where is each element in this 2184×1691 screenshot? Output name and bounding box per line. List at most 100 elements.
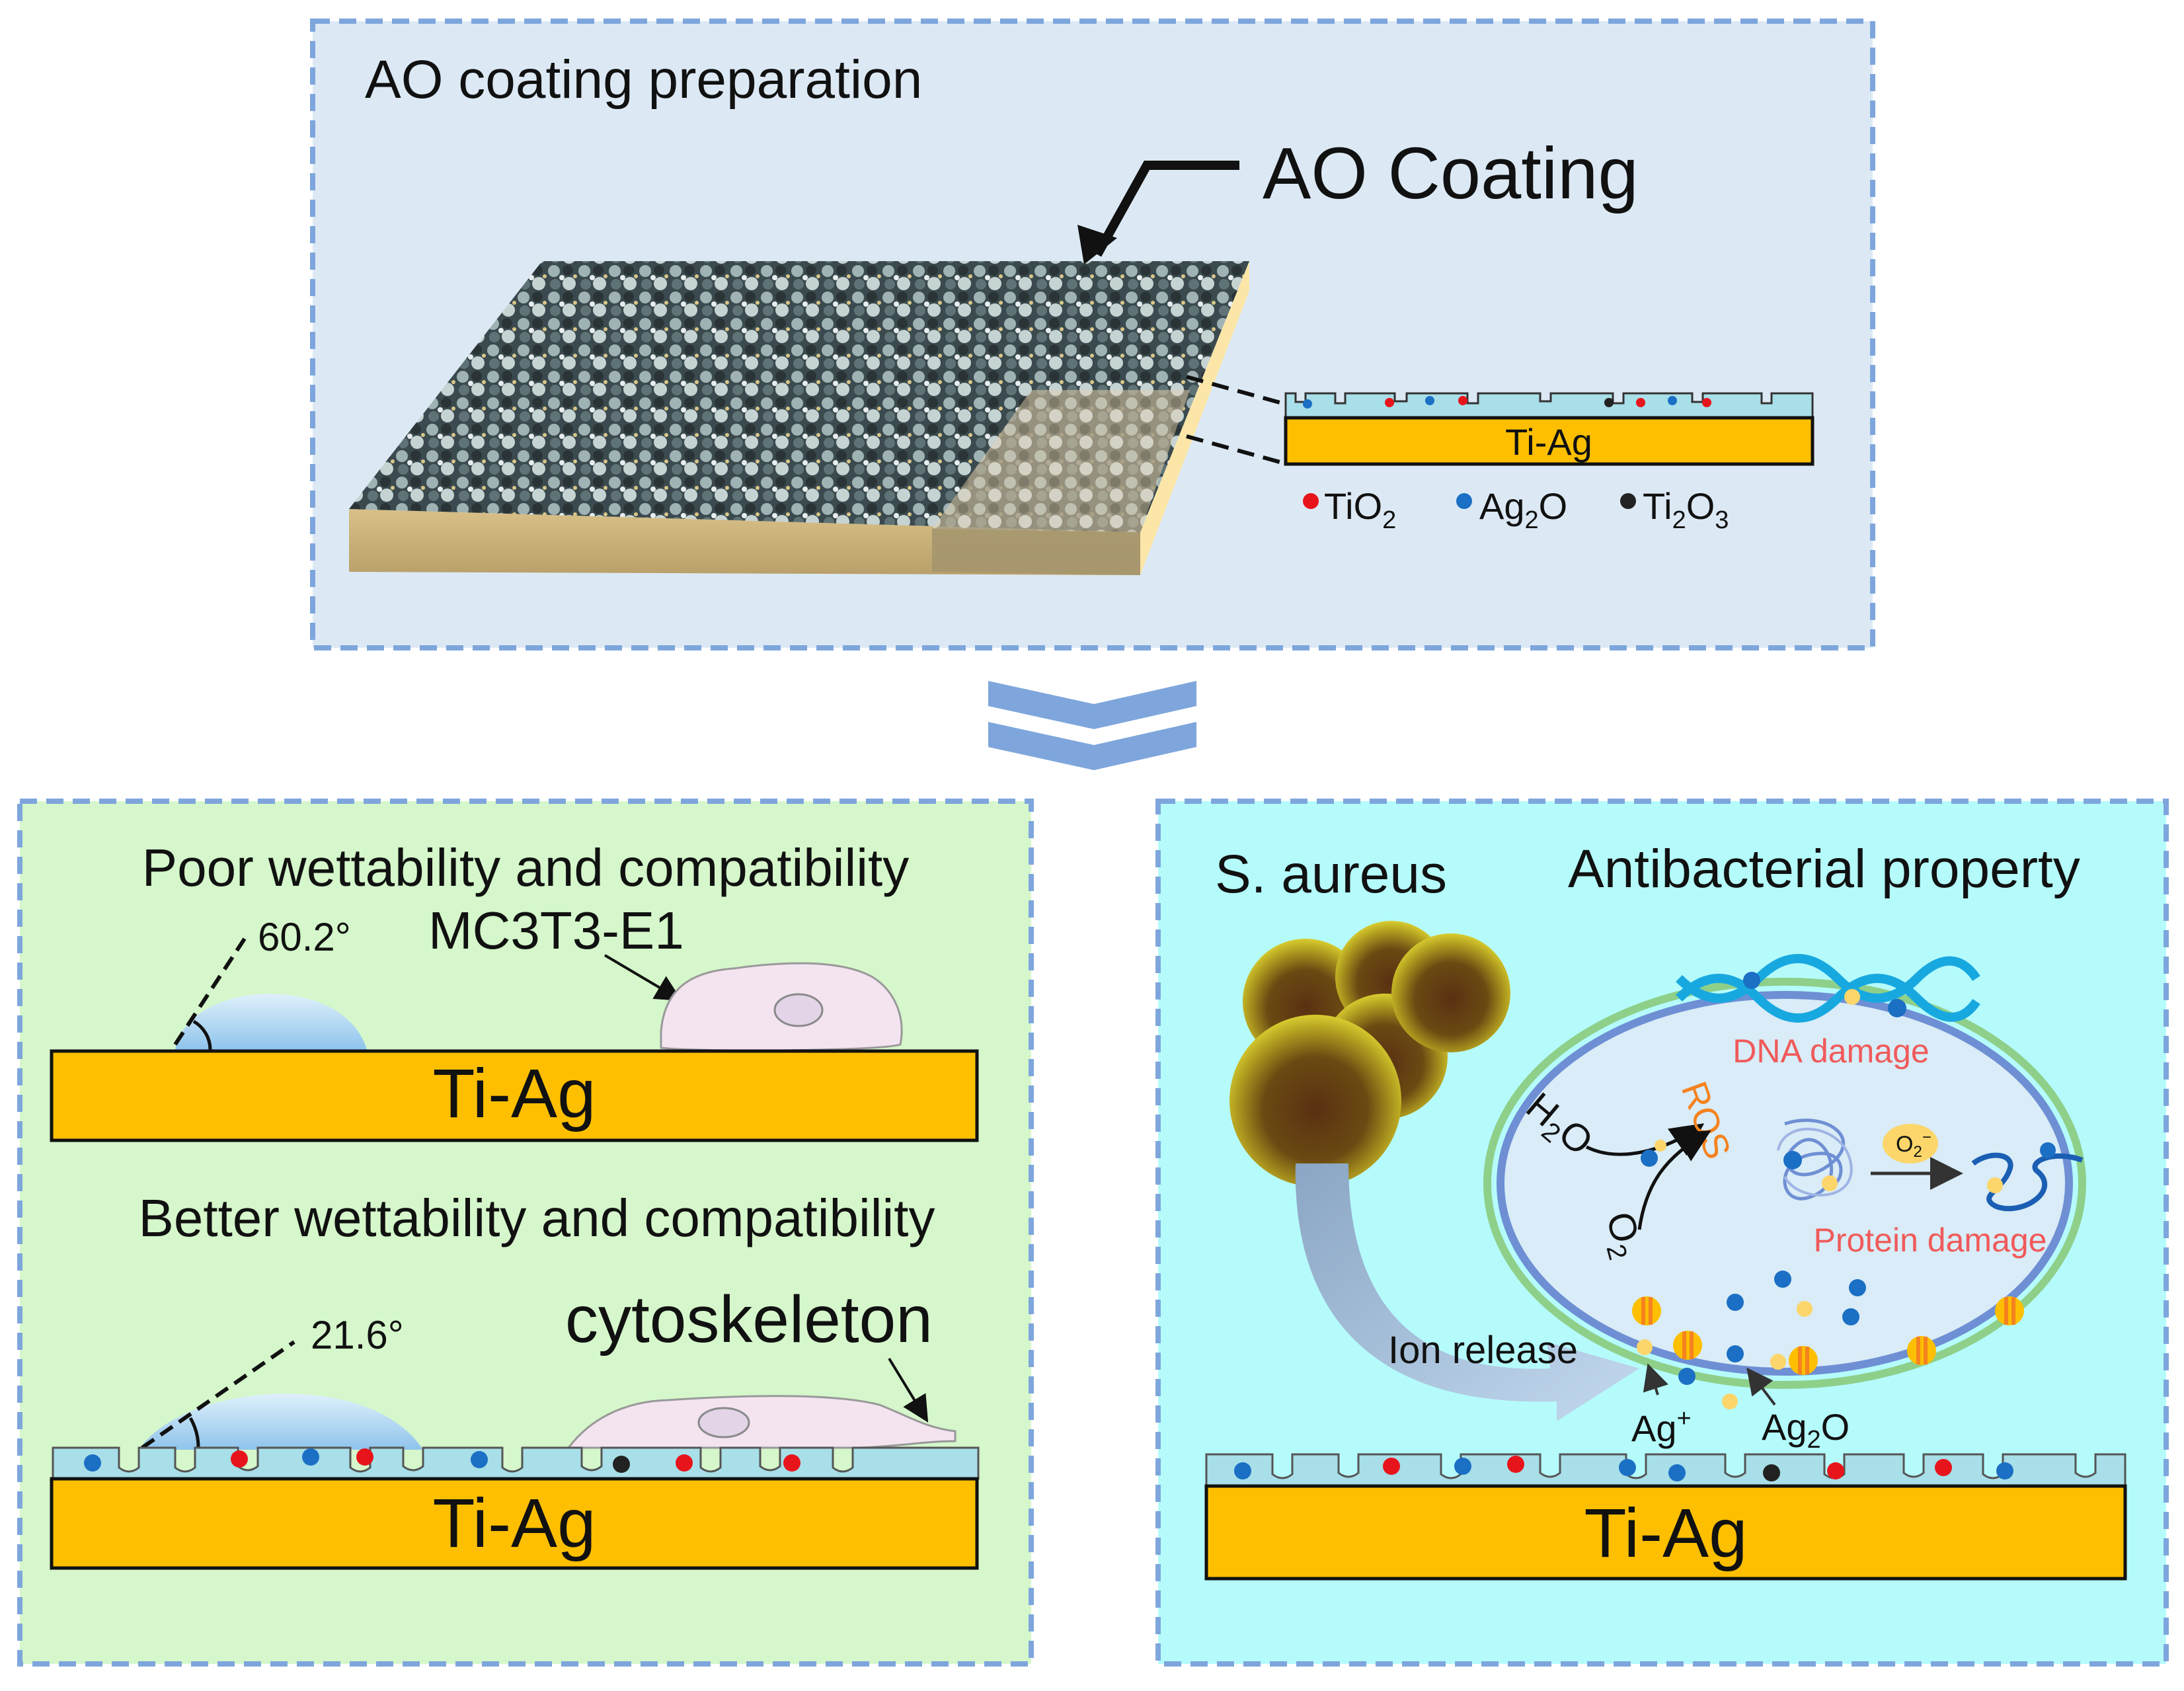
dna-damage-label: DNA damage (1733, 1033, 1929, 1070)
right-substrate-label: Ti-Ag (1584, 1495, 1748, 1572)
ros-particle (1641, 1150, 1658, 1167)
left-coating-particle (84, 1454, 101, 1472)
protein-damage-label: Protein damage (1813, 1222, 2047, 1259)
poor-contact-angle-arc (192, 1019, 212, 1050)
legend-ag2o-dot (1456, 493, 1472, 509)
interior-ion (1727, 1294, 1744, 1311)
released-ion (1727, 1345, 1744, 1362)
top-panel-title: AO coating preparation (365, 50, 922, 110)
interior-ion (1774, 1271, 1791, 1288)
better-wettability-heading: Better wettability and compatibility (139, 1189, 935, 1247)
cell-line-label: MC3T3-E1 (428, 901, 684, 960)
interior-ion (1849, 1279, 1866, 1296)
particle-legend: TiO2 Ag2O Ti2O3 (1303, 485, 1729, 534)
right-coating-layer (1205, 1453, 2126, 1487)
ao-coating-label: AO Coating (1263, 133, 1639, 214)
left-coating-particle (783, 1454, 800, 1472)
left-coating-particle (231, 1450, 248, 1468)
poor-contact-angle-value: 60.2° (258, 915, 351, 959)
superoxide-badge (1883, 1124, 1938, 1163)
left-coating-particle (356, 1448, 373, 1466)
better-contact-angle-line (141, 1340, 295, 1450)
slab-cutaway-region (932, 390, 1190, 532)
superoxide-label: O2− (1896, 1128, 1931, 1161)
better-cell-nucleus (697, 1407, 750, 1438)
interior-ion (1797, 1301, 1813, 1317)
right-coating-particle (1383, 1458, 1400, 1475)
ag2o-pointer (1746, 1367, 1776, 1406)
ion-release-label: Ion release (1388, 1329, 1578, 1372)
right-coating-particle (1454, 1458, 1471, 1475)
bacteria-approach-arrow (1295, 1163, 1639, 1421)
better-coating-layer (52, 1446, 980, 1480)
legend-tio2-label: TiO2 (1324, 485, 1396, 534)
legend-ti2o3-label: Ti2O3 (1643, 485, 1729, 534)
poor-substrate-label: Ti-Ag (433, 1055, 596, 1132)
right-coating-particle (1935, 1459, 1952, 1476)
left-coating-particle (471, 1451, 488, 1468)
right-coating-particle (1668, 1464, 1686, 1481)
better-contact-angle-value: 21.6° (311, 1313, 404, 1357)
slab-side-face (1140, 261, 1249, 575)
membrane-channel-icon (1632, 1296, 1661, 1325)
ao-coating-pointer-head (1077, 225, 1117, 264)
released-ion (1722, 1394, 1738, 1409)
inset-substrate-label: Ti-Ag (1505, 421, 1592, 463)
poor-wettability-heading: Poor wettability and compatibility (142, 838, 910, 897)
membrane-channel-icon (1673, 1331, 1702, 1360)
bacterial-cell-wall (1483, 978, 2086, 1389)
oxygen-to-ros-arrow (1637, 1130, 1711, 1230)
interior-ion (1842, 1308, 1859, 1325)
ao-coating-pointer (1093, 161, 1239, 257)
slab-cutaway-front (932, 529, 1140, 575)
bacteria-cluster-icon (1229, 921, 1510, 1187)
poor-water-droplet (175, 994, 367, 1050)
right-coating-particle (1827, 1462, 1844, 1479)
poor-substrate (50, 1049, 979, 1142)
better-substrate (50, 1477, 979, 1570)
ag-ion-pointer (1643, 1363, 1668, 1396)
inset-particle (1425, 396, 1434, 405)
inset-particle (1604, 398, 1614, 407)
left-coating-particle (302, 1448, 319, 1466)
antibacterial-heading: Antibacterial property (1568, 839, 2080, 899)
better-spread-cell (566, 1395, 956, 1449)
poor-cell-nucleus (773, 993, 824, 1027)
better-substrate-label: Ti-Ag (433, 1485, 596, 1562)
released-ion (1678, 1368, 1696, 1385)
cytoskeleton-pointer (888, 1357, 929, 1423)
cell-line-pointer (604, 954, 682, 1002)
right-coating-particle (1619, 1459, 1636, 1476)
inset-particle (1303, 399, 1312, 409)
cytoskeleton-label: cytoskeleton (565, 1282, 933, 1357)
ag-ion-label: Ag+ (1631, 1405, 1692, 1449)
bacteria-label: S. aureus (1215, 844, 1447, 904)
damaged-protein-icon (1971, 1152, 2084, 1212)
legend-tio2-dot (1303, 493, 1319, 509)
right-substrate (1204, 1484, 2127, 1581)
protein-tangle-icon (1777, 1119, 1853, 1200)
released-ion (1637, 1339, 1653, 1355)
left-panel: Poor wettability and compatibility 60.2°… (17, 799, 1034, 1667)
left-coating-particle (613, 1456, 630, 1473)
zoom-line-top (1186, 375, 1283, 405)
right-coating-particle (1507, 1456, 1524, 1473)
dna-helix-icon (1676, 954, 1980, 1023)
right-coating-particle (1996, 1462, 2013, 1479)
better-water-droplet (139, 1394, 423, 1450)
ag2o-label: Ag2O (1762, 1406, 1850, 1454)
released-ion (1770, 1354, 1786, 1370)
inset-particle (1702, 398, 1711, 407)
membrane-channel-icon (1907, 1336, 1936, 1365)
inset-substrate (1284, 416, 1814, 466)
inset-coating-layer (1284, 392, 1814, 419)
membrane-channel-icon (1995, 1296, 2024, 1325)
coating-slab-illustration (349, 261, 1283, 575)
double-chevron-down-icon (988, 681, 1196, 770)
left-coating-particle (676, 1454, 693, 1472)
damaged-protein-particle (1987, 1177, 2003, 1193)
legend-ag2o-label: Ag2O (1479, 485, 1567, 534)
right-coating-particle (1763, 1464, 1780, 1481)
top-panel: AO coating preparation AO Coating Ti-Ag (310, 19, 1875, 650)
inset-particle (1458, 396, 1467, 405)
